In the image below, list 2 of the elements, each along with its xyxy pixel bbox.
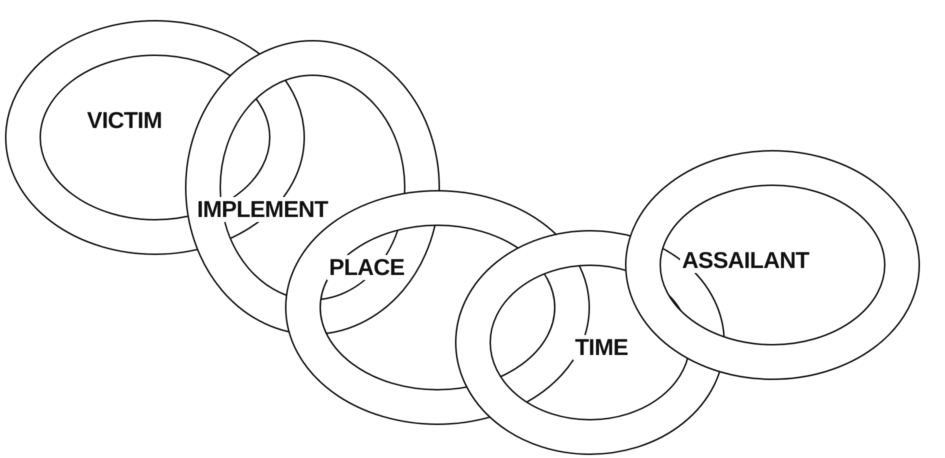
link-label: TIME [573,335,630,360]
link-label: PLACE [327,255,406,280]
